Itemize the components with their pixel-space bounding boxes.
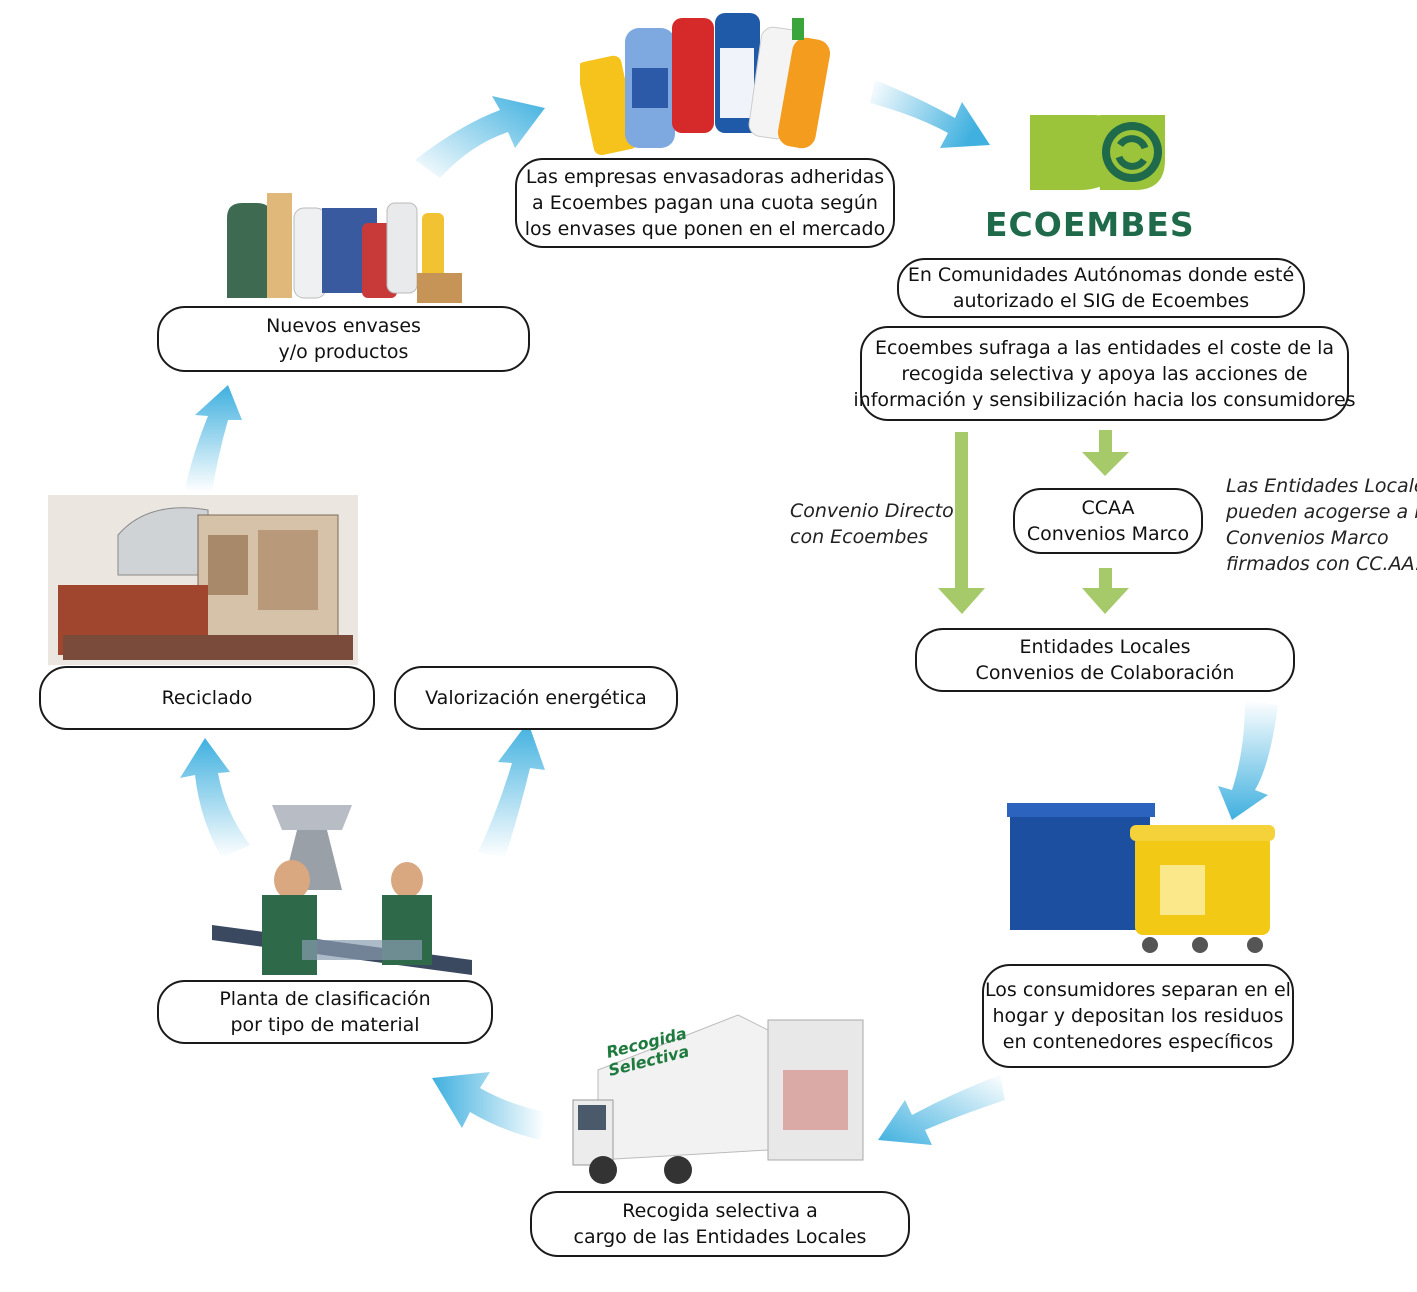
box-envasadoras: Las empresas envasadoras adheridas a Eco… xyxy=(515,158,895,248)
green-arrow-to-entidades xyxy=(1082,568,1129,614)
box-line: y/o productos xyxy=(278,341,409,363)
packaging-bottles-illustration xyxy=(580,13,831,156)
box-line: CCAA xyxy=(1081,497,1135,519)
box-reciclado: Reciclado xyxy=(39,666,375,730)
box-line: información y sensibilización hacia los … xyxy=(853,388,1356,411)
cycle-arrow xyxy=(185,385,242,492)
note-line: Las Entidades Locales xyxy=(1226,475,1417,497)
box-nuevos: Nuevos envases y/o productos xyxy=(157,306,530,372)
recycling-machine-illustration xyxy=(48,495,358,665)
new-packaging-illustration xyxy=(227,193,462,303)
box-line: autorizado el SIG de Ecoembes xyxy=(952,290,1250,312)
collection-truck-illustration: Recogida Selectiva xyxy=(572,1014,864,1184)
box-line: Valorización energética xyxy=(425,687,647,709)
recycling-containers-illustration xyxy=(1007,803,1275,953)
box-line: Planta de clasificación xyxy=(219,988,431,1010)
box-line: hogar y depositan los residuos xyxy=(992,1005,1284,1027)
box-line: Nuevos envases xyxy=(266,315,421,337)
note-line: con Ecoembes xyxy=(790,526,929,548)
box-line: los envases que ponen en el mercado xyxy=(524,218,886,240)
box-line: En Comunidades Autónomas donde esté xyxy=(907,264,1295,286)
note-line: firmados con CC.AA. xyxy=(1226,553,1417,575)
note-line: pueden acogerse a los xyxy=(1226,501,1417,523)
ecoembes-logo xyxy=(1030,115,1165,190)
box-recogida: Recogida selectiva a cargo de las Entida… xyxy=(530,1191,910,1257)
box-line: Las empresas envasadoras adheridas xyxy=(525,166,885,188)
box-line: Entidades Locales xyxy=(1019,636,1191,658)
green-arrow-to-ccaa xyxy=(1082,430,1129,476)
box-entidades: Entidades Locales Convenios de Colaborac… xyxy=(915,628,1295,692)
box-line: por tipo de material xyxy=(230,1014,420,1036)
box-valorizacion: Valorización energética xyxy=(394,666,678,730)
note-entidades-locales: Las Entidades Locales pueden acogerse a … xyxy=(1226,473,1417,577)
box-line: Convenios Marco xyxy=(1026,523,1190,545)
box-line: Reciclado xyxy=(161,687,253,709)
box-line: cargo de las Entidades Locales xyxy=(573,1226,867,1248)
note-line: Convenios Marco xyxy=(1226,527,1389,549)
cycle-arrow xyxy=(1218,700,1278,820)
box-sufraga: Ecoembes sufraga a las entidades el cost… xyxy=(853,326,1356,421)
cycle-arrow xyxy=(432,1072,545,1140)
note-convenio-directo: Convenio Directo con Ecoembes xyxy=(790,498,954,550)
box-comunidades: En Comunidades Autónomas donde esté auto… xyxy=(897,258,1305,318)
cycle-arrow xyxy=(878,1075,1005,1145)
green-arrow-convenio-directo xyxy=(938,432,985,614)
box-consumidores: Los consumidores separan en el hogar y d… xyxy=(982,964,1294,1068)
box-line: en contenedores específicos xyxy=(1002,1031,1274,1053)
cycle-arrow xyxy=(180,738,250,858)
note-line: Convenio Directo xyxy=(790,500,954,522)
box-line: Los consumidores separan en el xyxy=(985,979,1291,1001)
sorting-plant-illustration xyxy=(212,805,472,975)
box-line: Recogida selectiva a xyxy=(622,1200,818,1222)
box-ccaa: CCAA Convenios Marco xyxy=(1013,488,1203,554)
box-line: recogida selectiva y apoya las acciones … xyxy=(901,362,1308,385)
cycle-arrow xyxy=(478,722,545,858)
ecoembes-logo-text: ECOEMBES xyxy=(985,205,1195,244)
box-line: Ecoembes sufraga a las entidades el cost… xyxy=(874,336,1335,359)
box-line: Convenios de Colaboración xyxy=(975,662,1235,684)
cycle-arrow xyxy=(870,80,990,148)
cycle-arrow xyxy=(415,96,545,178)
box-planta: Planta de clasificación por tipo de mate… xyxy=(157,980,493,1044)
box-line: a Ecoembes pagan una cuota según xyxy=(532,192,878,214)
